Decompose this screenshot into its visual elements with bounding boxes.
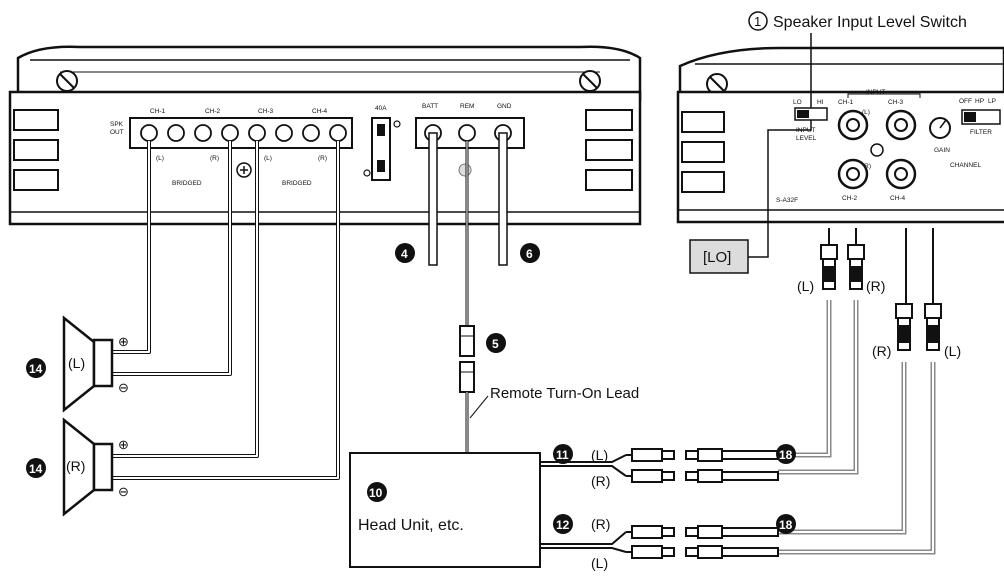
ch2-label: CH-2 [205, 108, 221, 115]
left-bridge-l: (L) [156, 155, 164, 162]
speaker-right-label: (R) [66, 458, 85, 474]
gnd-label: GND [497, 103, 512, 110]
right-bridge-r: (R) [318, 155, 327, 162]
jack-ch1-label: CH-1 [838, 99, 854, 106]
ch4-label: CH-4 [312, 108, 328, 115]
hu1-r-label: (R) [591, 473, 610, 489]
rca-right-r-label: (R) [872, 343, 891, 359]
speaker-right-plus: ⊕ [118, 437, 129, 452]
bridged-label-2: BRIDGED [282, 180, 312, 187]
head-unit-label: Head Unit, etc. [358, 517, 464, 534]
hu2-r-label: (R) [591, 516, 610, 532]
rca-right-l-label: (L) [944, 343, 961, 359]
input-title: INPUT [866, 89, 886, 96]
model-label: S-A32F [776, 197, 798, 204]
input-level-label-2: LEVEL [796, 135, 817, 142]
rca-top-r-label: (R) [866, 278, 885, 294]
badge-10: 10 [369, 486, 383, 500]
spk-out-label: SPK [110, 121, 124, 128]
filter-lp-label: LP [988, 98, 996, 105]
speaker-left-label: (L) [68, 355, 85, 371]
jack-ch3-label: CH-3 [888, 99, 904, 106]
jack-l-label: (L) [862, 109, 870, 116]
batt-label: BATT [422, 103, 438, 110]
callout-input-level: 1 Speaker Input Level Switch [748, 11, 967, 258]
channel-label: CHANNEL [950, 162, 981, 169]
speaker-right: (R) ⊕ ⊖ [62, 417, 129, 517]
switch-hi-label: HI [817, 99, 824, 106]
rem-label: REM [460, 103, 474, 110]
left-amplifier: SPK OUT CH-1 CH-2 CH-3 CH-4 (L) (R) (L) … [8, 45, 642, 226]
lo-label: [LO] [703, 249, 731, 266]
badge-14-right: 14 [29, 462, 43, 476]
speaker-input-level-switch-label: Speaker Input Level Switch [773, 14, 967, 31]
speaker-left-plus: ⊕ [118, 334, 129, 349]
badge-18-bottom: 18 [779, 518, 793, 532]
badge-6: 6 [526, 247, 533, 261]
badge-5: 5 [492, 337, 499, 351]
left-bridge-r: (R) [210, 155, 219, 162]
bridged-label-1: BRIDGED [172, 180, 202, 187]
badge-11: 11 [556, 448, 569, 462]
head-unit: Head Unit, etc. [349, 452, 541, 568]
rca-input-jacks [837, 109, 917, 190]
badge-12: 12 [556, 518, 570, 532]
speaker-left: (L) ⊕ ⊖ [62, 315, 129, 413]
jack-ch4-label: CH-4 [890, 195, 906, 202]
badge-14-left: 14 [29, 362, 43, 376]
right-amplifier: LO HI INPUT LEVEL INPUT CH-1 CH-3 (L) (R… [676, 46, 1004, 224]
spk-out-label-2: OUT [110, 129, 124, 136]
rca-connector-pairs [631, 448, 779, 559]
jack-r-label: (R) [862, 163, 871, 170]
callout-number: 1 [754, 14, 761, 29]
badge-4: 4 [401, 247, 408, 261]
badge-18-top: 18 [779, 448, 793, 462]
rca-plugs [820, 244, 942, 351]
hu2-l-label: (L) [591, 555, 608, 571]
speaker-right-minus: ⊖ [118, 484, 129, 499]
hu1-l-label: (L) [591, 447, 608, 463]
speaker-left-minus: ⊖ [118, 380, 129, 395]
speaker-wires [112, 141, 340, 480]
remote-lead-label: Remote Turn-On Lead [490, 385, 639, 402]
fuse-label: 40A [375, 105, 387, 112]
speaker-terminals [140, 124, 347, 142]
jack-ch2-label: CH-2 [842, 195, 858, 202]
rem-terminal [458, 124, 476, 142]
lo-box: [LO] [689, 239, 749, 274]
number-badges: 4 6 5 10 11 12 14 14 18 18 [26, 243, 796, 534]
switch-lo-label: LO [793, 99, 802, 106]
gain-label: GAIN [934, 147, 950, 154]
fuse-icon [371, 117, 391, 181]
ch1-label: CH-1 [150, 108, 166, 115]
right-bridge-l: (L) [264, 155, 272, 162]
filter-hp-label: HP [975, 98, 984, 105]
rca-top-l-label: (L) [797, 278, 814, 294]
filter-off-label: OFF [959, 98, 972, 105]
power-wires [428, 132, 508, 452]
filter-label: FILTER [970, 129, 992, 136]
ch3-label: CH-3 [258, 108, 274, 115]
